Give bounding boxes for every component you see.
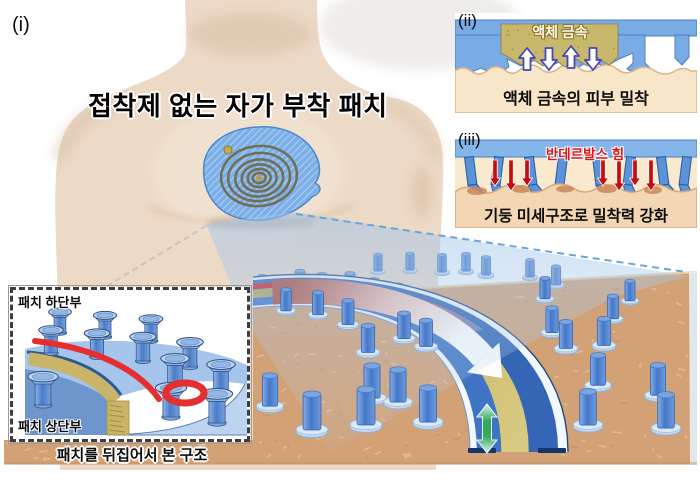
coil-terminal — [223, 145, 233, 155]
mushroom-pillar — [138, 314, 164, 344]
micropillar — [355, 323, 381, 359]
micropillar — [584, 352, 612, 393]
panel-ii-label: (ii) — [458, 11, 477, 30]
micropillar — [349, 385, 383, 433]
micropillar — [276, 287, 296, 316]
micropillar — [307, 290, 329, 320]
page-title: 접착제 없는 자가 부착 패치 — [88, 91, 388, 121]
mushroom-pillar — [47, 307, 73, 336]
inset-caption: 패치를 뒤집어서 본 구조 — [56, 447, 208, 464]
expansion-arrow-icon — [475, 403, 499, 454]
vdw-force-arrows-icon — [489, 159, 657, 192]
panel-iii-caption: 기둥 미세구조로 밀착력 강화 — [483, 208, 669, 225]
red-highlight-ring — [162, 379, 208, 407]
micropillar — [572, 388, 604, 433]
mushroom-pillar — [175, 337, 205, 371]
micropillar — [591, 316, 617, 352]
guide-line-right — [295, 213, 687, 273]
liquid-metal-stripe — [28, 352, 121, 405]
adhesion-arrows-icon — [518, 45, 602, 71]
micropillar — [620, 278, 640, 306]
panel-i-label: (i) — [12, 14, 30, 36]
mushroom-pillar — [129, 331, 157, 365]
micropillar-array-front — [256, 276, 682, 438]
skin-surface — [454, 183, 698, 229]
panel-ii-illustration — [454, 13, 698, 114]
mushroom-pillar — [26, 370, 60, 409]
liquid-metal-label: 액체 금속 — [532, 24, 588, 40]
micropillar — [392, 310, 416, 345]
micropillar — [295, 390, 329, 438]
micropillar — [412, 384, 444, 430]
micropillar — [337, 298, 359, 331]
mushroom-pillar — [200, 387, 234, 427]
magnification-cone — [101, 212, 688, 452]
micropillar — [256, 372, 284, 414]
vdw-force-label: 반데르발스 힘 — [545, 147, 625, 162]
inset-label-bottom-side: 패치 하단부 — [18, 295, 82, 310]
coil-center — [256, 175, 262, 181]
micropillar — [535, 276, 555, 304]
micropillar — [650, 391, 682, 436]
guide-line-left — [101, 225, 207, 290]
inset-3d-structure — [25, 307, 247, 436]
micropillar — [414, 317, 438, 353]
inset-label-top-side: 패치 상단부 — [18, 419, 82, 434]
inset-box: 패치 하단부 패치 상단부 — [8, 285, 252, 444]
panel-iii-illustration — [454, 130, 698, 229]
patch-rib — [674, 34, 690, 66]
coil-trace — [32, 338, 162, 402]
panel-iii: (iii) 반데르발스 힘 기둥 미세구조로 밀착력 강화 — [454, 130, 698, 229]
panel-iii-label: (iii) — [458, 130, 481, 149]
micropillar — [553, 319, 579, 355]
coil-spiral — [219, 144, 299, 208]
panel-ii: (ii) 액체 금속 액체 금속의 피부 밀착 — [454, 11, 698, 114]
micropillar — [383, 366, 413, 410]
mushroom-pillar — [83, 328, 111, 361]
panel-ii-caption: 액체 금속의 피부 밀착 — [503, 91, 649, 108]
micropillar — [540, 305, 564, 339]
